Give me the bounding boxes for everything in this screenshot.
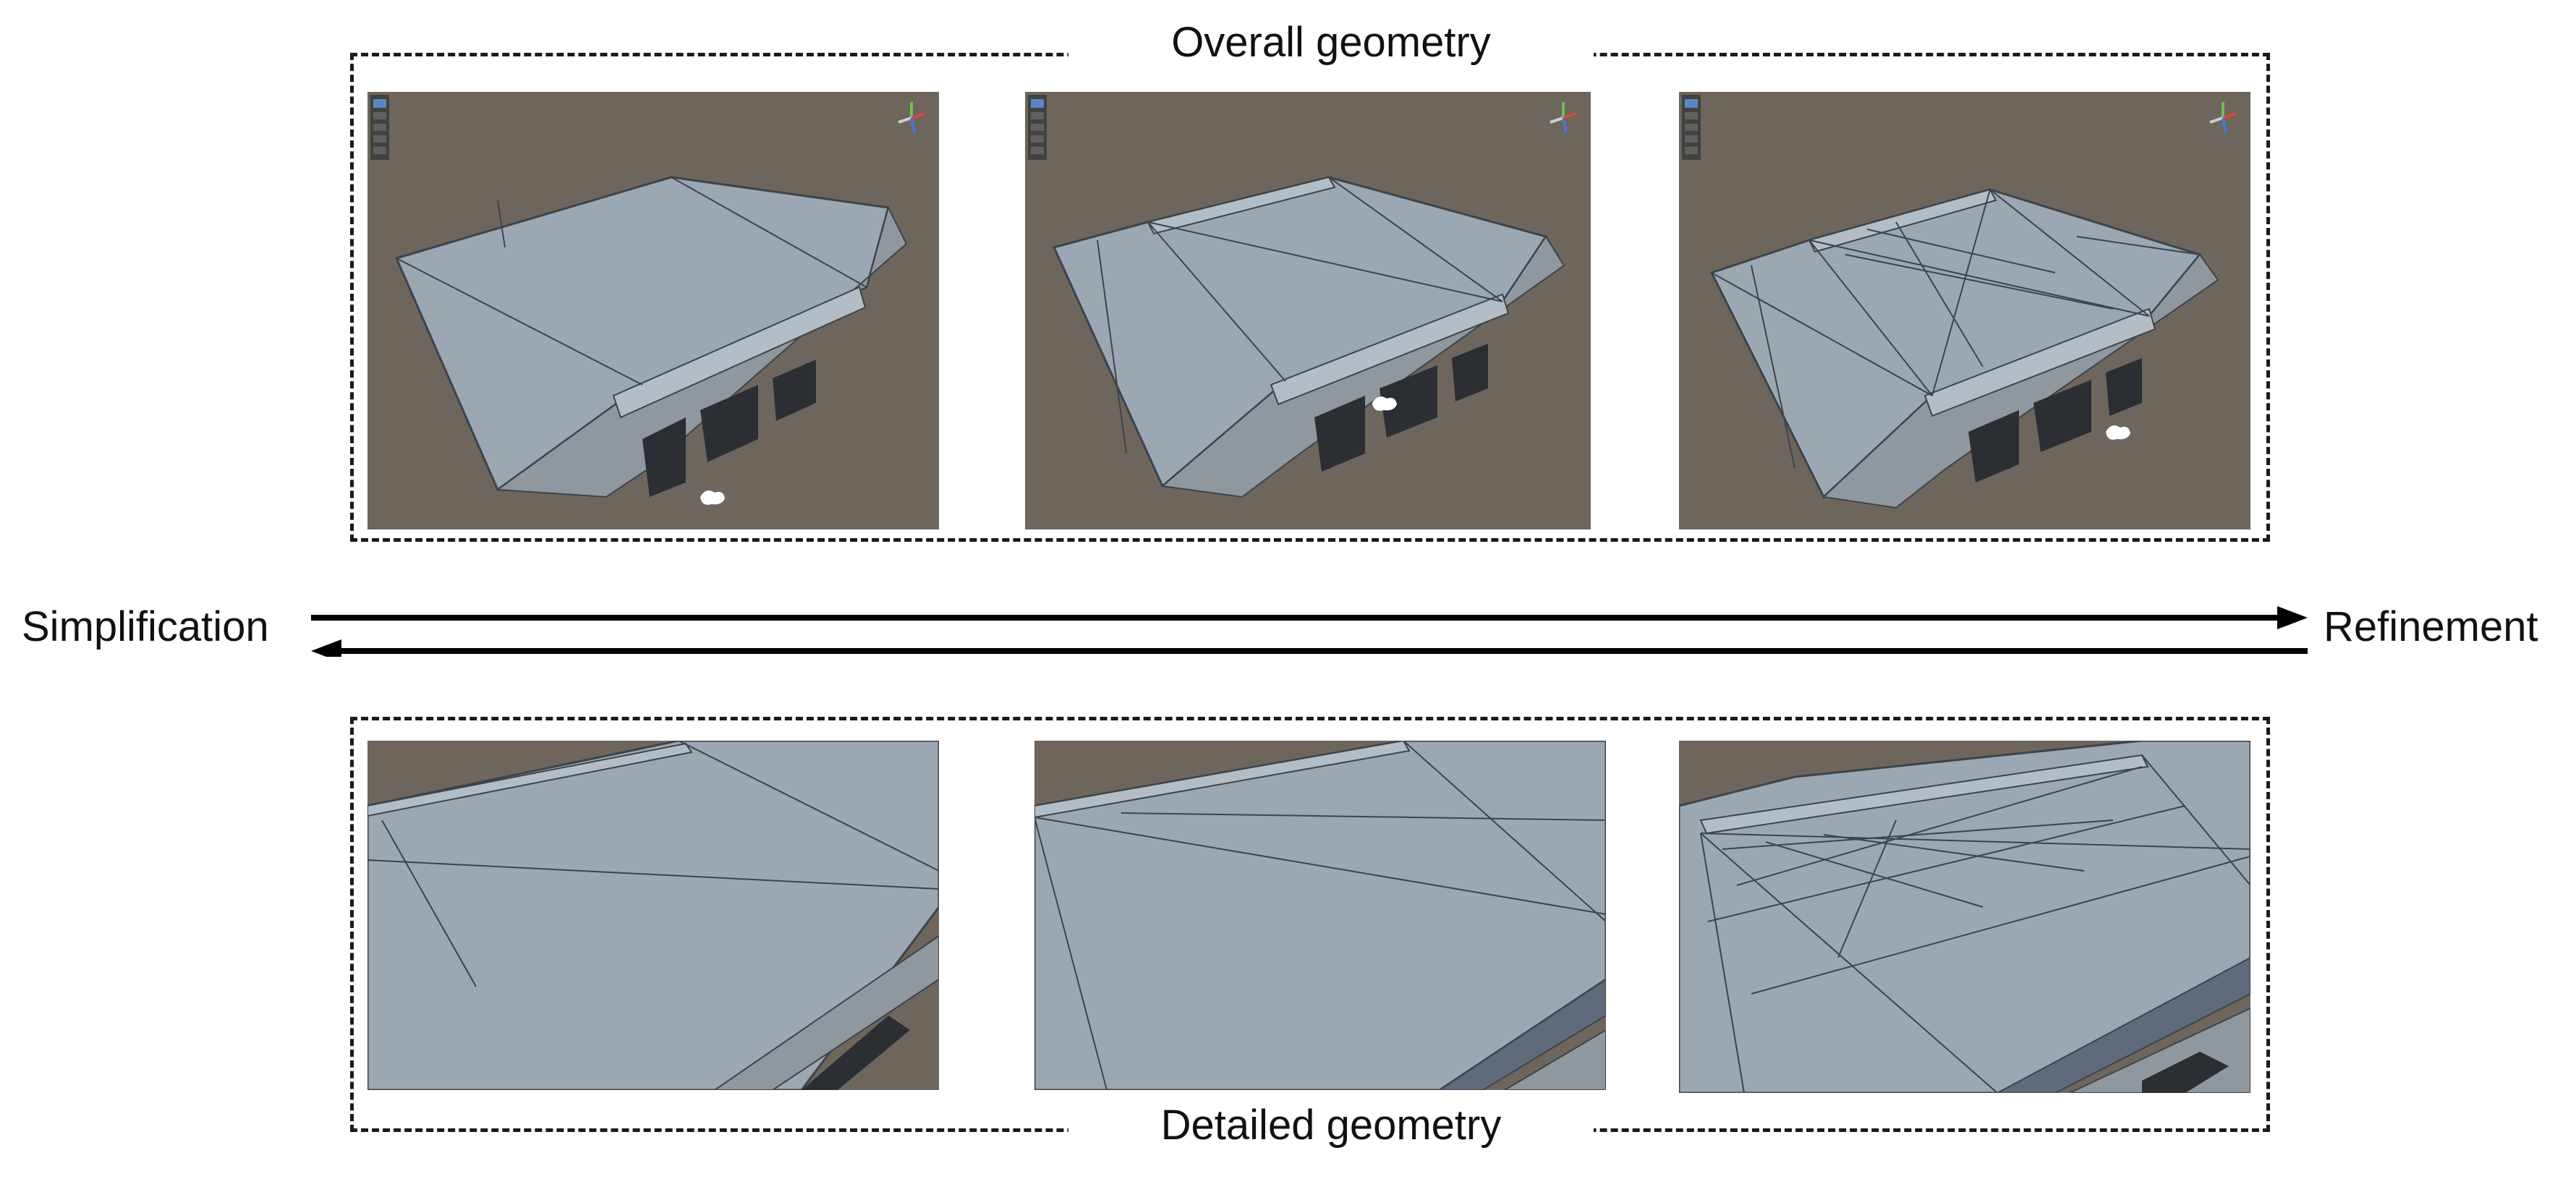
bridge-railing-far	[1034, 741, 1411, 819]
toolbar-icon	[1028, 95, 1047, 160]
bridge-railing-far	[1147, 176, 1336, 235]
refinement-simplification-arrows	[311, 606, 2308, 657]
overall-geometry-medium-panel	[1025, 92, 1591, 529]
mesh-edges	[1700, 754, 2250, 1093]
detailed-geometry-fine-panel	[1679, 741, 2250, 1093]
overall-geometry-coarse-panel	[367, 92, 939, 529]
mesh-edges	[396, 176, 867, 386]
bridge-openings	[642, 359, 816, 497]
mesh-edges	[1034, 741, 1606, 1090]
detailed-geometry-medium-panel	[1034, 741, 1606, 1090]
overall-geometry-label: Overall geometry	[1068, 17, 1594, 68]
bridge-railing-far	[1808, 188, 1997, 253]
light-icon	[2106, 425, 2130, 440]
bridge-railing-near	[1438, 978, 1606, 1090]
bridge-railing-near	[1924, 307, 2156, 417]
axis-gizmo-icon	[1550, 102, 1577, 133]
mesh-edges	[1053, 176, 1503, 487]
bridge-openings	[1314, 344, 1488, 472]
toolbar-icon	[370, 95, 389, 160]
simplification-arrow-head	[311, 639, 341, 657]
toolbar-icon	[1682, 95, 1701, 160]
refinement-arrow-head	[2277, 606, 2308, 629]
bridge-side-wall	[1503, 1029, 1606, 1090]
light-icon	[1372, 396, 1397, 411]
refinement-label: Refinement	[2324, 603, 2538, 650]
bridge-openings	[1968, 358, 2142, 482]
bridge-side-wall	[713, 935, 939, 1090]
axis-gizmo-icon	[2209, 102, 2237, 133]
bridge-deck	[367, 741, 939, 1090]
bridge-deck	[1679, 741, 2250, 1093]
bridge-railing-near	[1997, 956, 2250, 1093]
bridge-railing	[612, 286, 867, 419]
bridge-railing-near	[1270, 293, 1510, 406]
detailed-geometry-label: Detailed geometry	[1068, 1100, 1594, 1151]
axis-gizmo-icon	[898, 102, 925, 133]
detailed-geometry-coarse-panel	[367, 741, 939, 1090]
light-icon	[700, 490, 725, 505]
bridge-opening	[2142, 1052, 2229, 1093]
overall-geometry-fine-panel	[1679, 92, 2250, 529]
bridge-deck	[1034, 741, 1606, 1090]
mesh-edges	[1711, 189, 2201, 498]
mesh-edges	[367, 741, 939, 987]
bridge-railing-far	[367, 742, 693, 817]
bridge-railing-far	[1699, 754, 2149, 835]
bridge-opening	[802, 1016, 910, 1090]
simplification-label: Simplification	[22, 603, 269, 650]
